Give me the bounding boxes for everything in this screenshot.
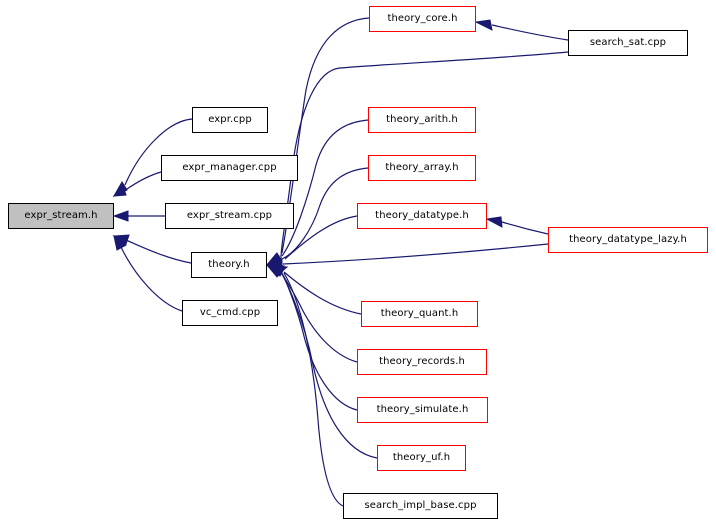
edge-search-sat-cpp-to-theory-core-h: [474, 19, 569, 41]
edge-theory-arith-h-to-theory-h: [265, 119, 369, 266]
edge-theory-h-to-expr-stream-h: [112, 234, 192, 264]
node-label: expr_stream.h: [24, 210, 98, 221]
node-theory-h[interactable]: theory.h: [191, 252, 267, 278]
node-theory-simulate-h[interactable]: theory_simulate.h: [357, 397, 488, 423]
node-search-sat-cpp[interactable]: search_sat.cpp: [568, 30, 688, 56]
node-label: theory_records.h: [379, 356, 465, 367]
edge-expr-stream-cpp-to-expr-stream-h: [112, 210, 165, 222]
node-theory-arith-h[interactable]: theory_arith.h: [368, 107, 476, 133]
node-theory-records-h[interactable]: theory_records.h: [357, 349, 487, 375]
node-label: expr_stream.cpp: [186, 210, 273, 221]
edge-expr-manager-cpp-to-expr-stream-h: [112, 171, 162, 197]
node-theory-uf-h[interactable]: theory_uf.h: [377, 445, 466, 471]
node-theory-quant-h[interactable]: theory_quant.h: [361, 301, 478, 327]
node-expr-stream-cpp[interactable]: expr_stream.cpp: [165, 203, 294, 229]
node-label: search_sat.cpp: [589, 37, 667, 48]
node-label: theory_quant.h: [380, 308, 459, 319]
node-expr-stream-h[interactable]: expr_stream.h: [8, 203, 114, 229]
node-label: theory_simulate.h: [376, 404, 469, 415]
node-label: theory_uf.h: [392, 452, 451, 463]
node-theory-datatype-h[interactable]: theory_datatype.h: [357, 203, 487, 229]
node-search-impl-base-cpp[interactable]: search_impl_base.cpp: [343, 493, 498, 519]
node-label: theory_datatype_lazy.h: [569, 234, 687, 245]
edge-theory-records-h-to-theory-h: [265, 264, 358, 363]
edge-theory-simulate-h-to-theory-h: [265, 264, 358, 411]
node-expr-manager-cpp[interactable]: expr_manager.cpp: [161, 155, 298, 181]
node-vc-cmd-cpp[interactable]: vc_cmd.cpp: [182, 300, 278, 326]
edge-search-impl-base-cpp-to-theory-h: [265, 264, 344, 507]
edge-theory-datatype-lazy-h-to-theory-datatype-h: [485, 216, 549, 235]
edge-vc-cmd-cpp-to-expr-stream-h: [113, 234, 183, 312]
node-theory-datatype-lazy-h[interactable]: theory_datatype_lazy.h: [548, 227, 708, 253]
node-label: expr.cpp: [208, 114, 252, 125]
edge-theory-datatype-lazy-h-to-theory-h: [265, 243, 549, 270]
node-label: vc_cmd.cpp: [199, 307, 261, 318]
node-label: theory_arith.h: [386, 114, 458, 125]
node-label: theory_array.h: [385, 162, 459, 173]
node-expr-cpp[interactable]: expr.cpp: [192, 107, 268, 133]
edge-theory-quant-h-to-theory-h: [265, 264, 362, 315]
node-label: theory_core.h: [387, 13, 458, 24]
node-label: expr_manager.cpp: [182, 162, 277, 173]
node-theory-core-h[interactable]: theory_core.h: [369, 6, 476, 32]
node-label: theory_datatype.h: [375, 210, 469, 221]
node-theory-array-h[interactable]: theory_array.h: [368, 155, 476, 181]
node-label: theory.h: [208, 259, 250, 270]
node-label: search_impl_base.cpp: [364, 500, 477, 511]
